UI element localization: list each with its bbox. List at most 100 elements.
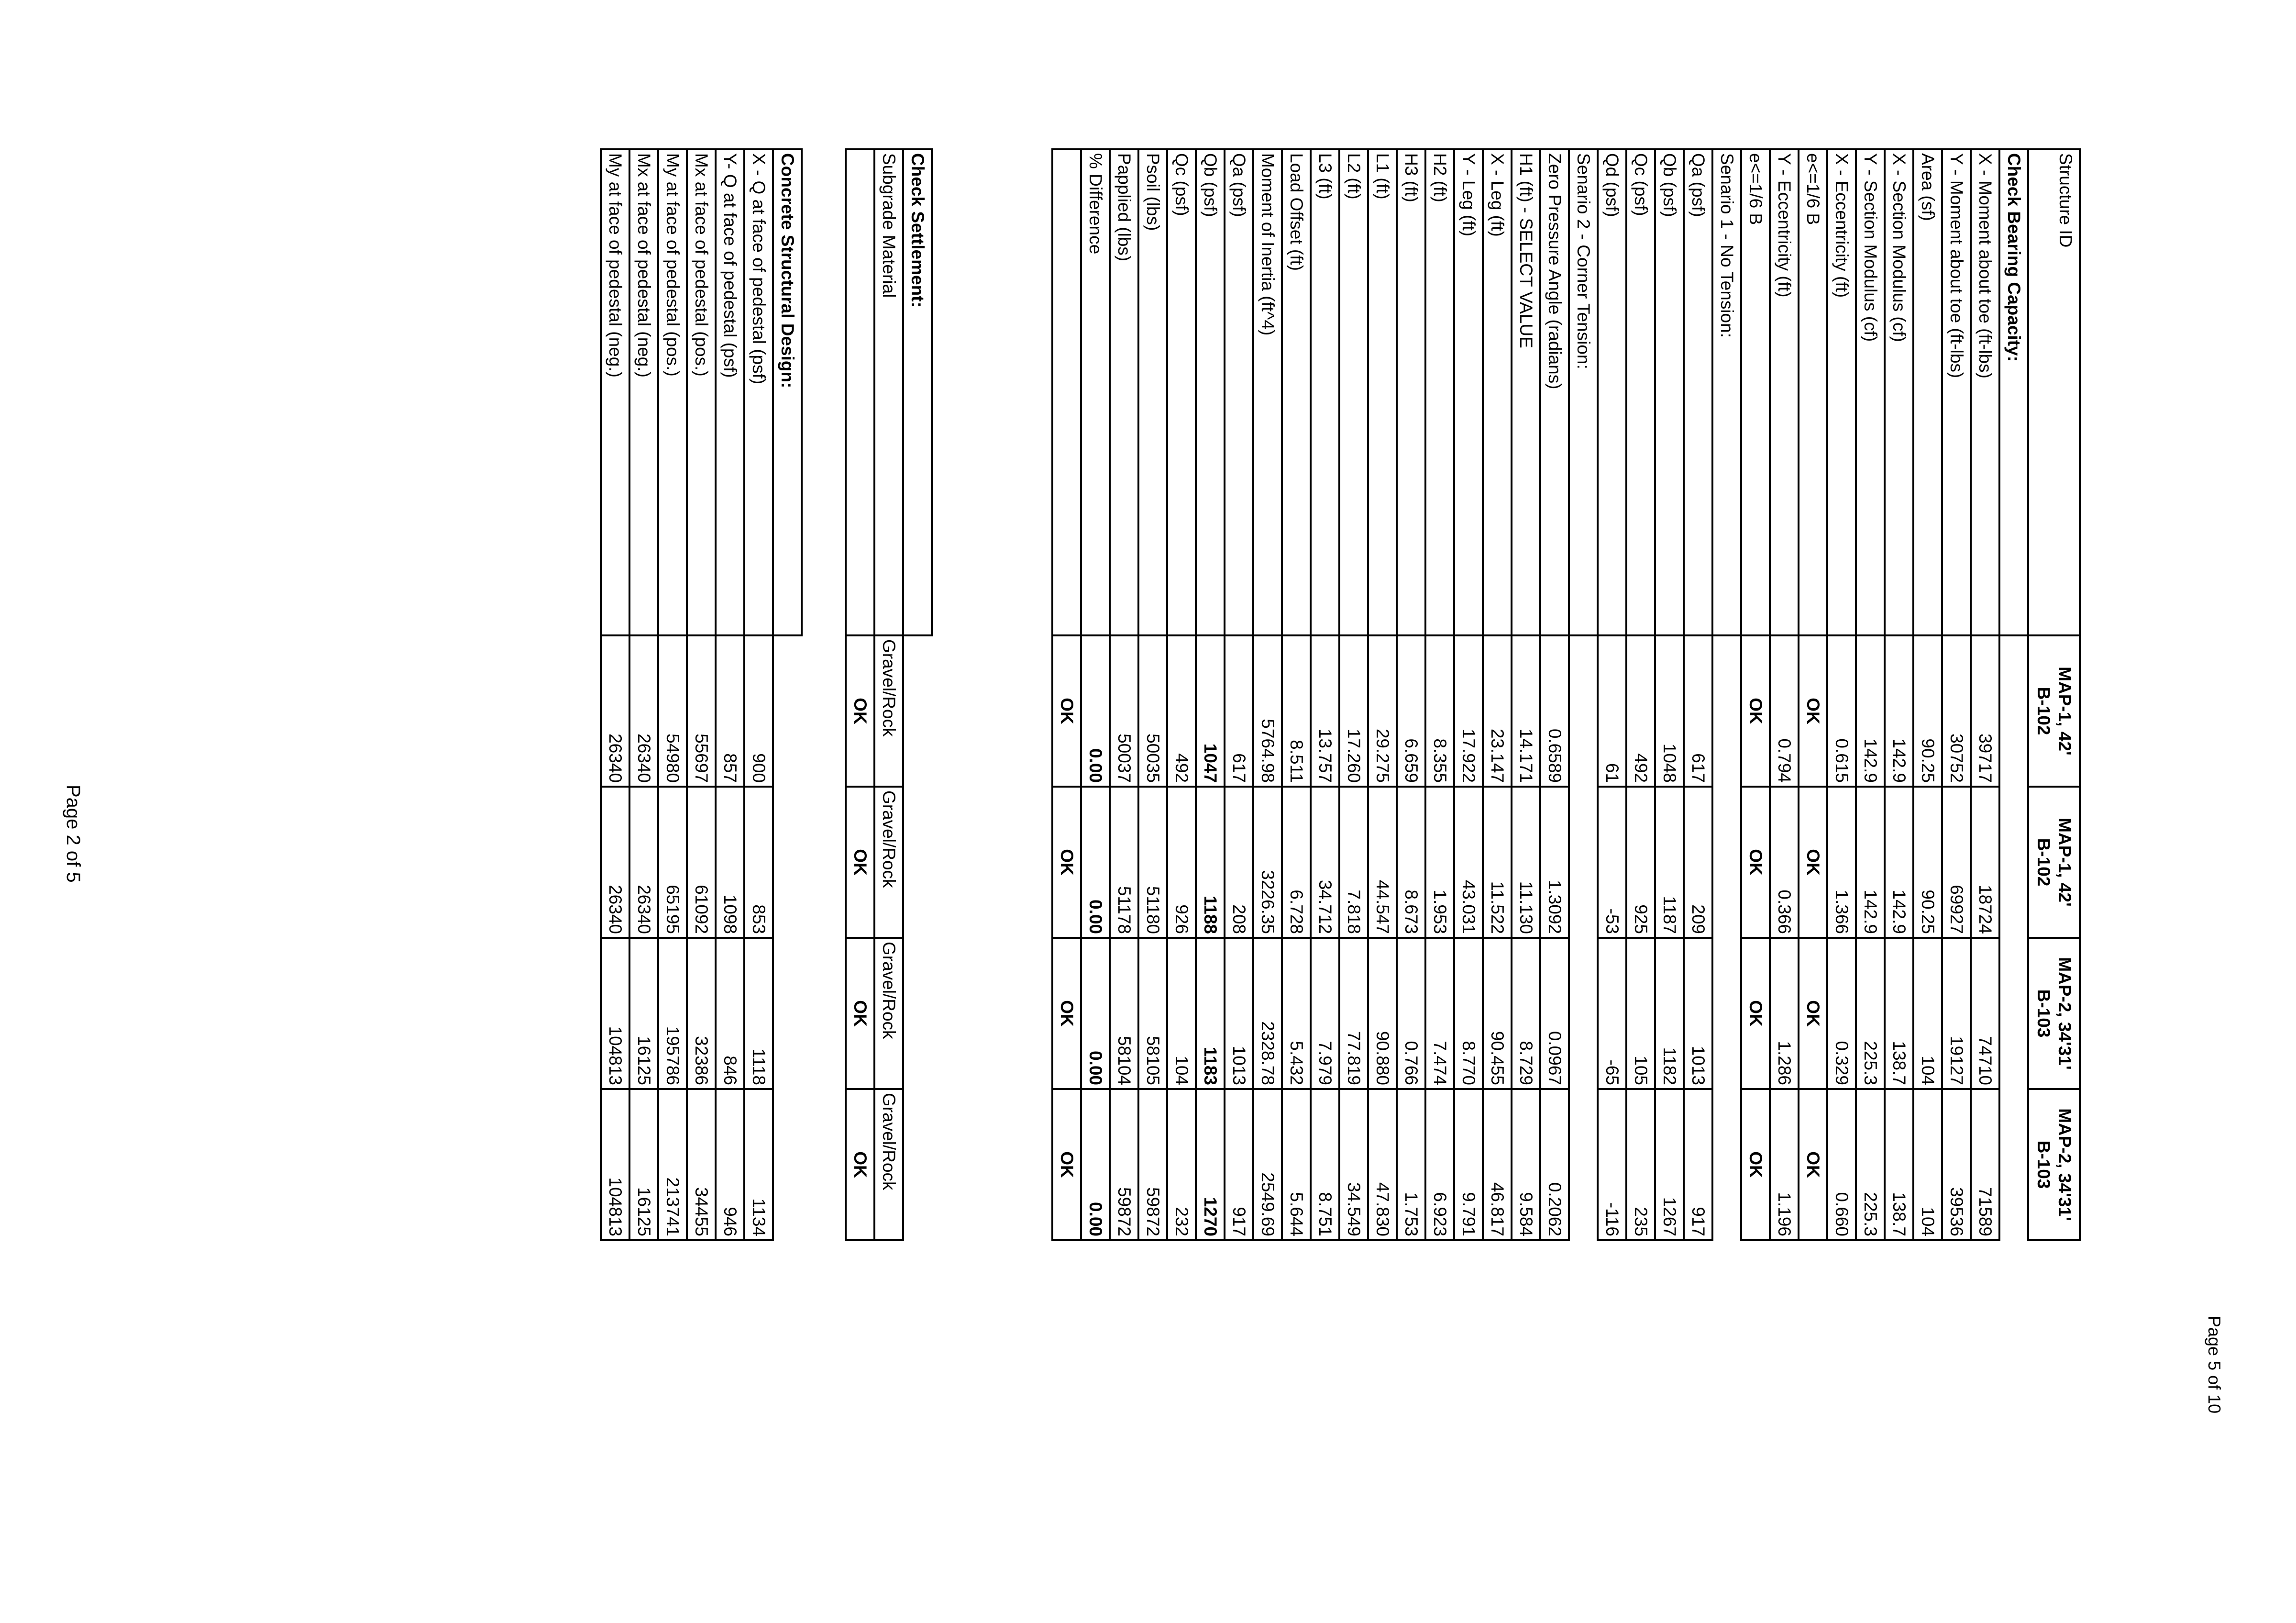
row-value: 29.275 — [1368, 635, 1397, 787]
row-label: X - Moment about toe (ft-lbs) — [1971, 149, 1999, 635]
row-value: Gravel/Rock — [874, 787, 903, 938]
row-label: Qa (psf) — [1225, 149, 1253, 635]
senario2-title: Senario 2 - Corner Tension: — [1569, 149, 1598, 635]
row-value: 7.474 — [1425, 938, 1454, 1089]
row-value: -65 — [1598, 938, 1626, 1089]
row-value: 1270 — [1196, 1089, 1225, 1240]
row-value: 77.819 — [1339, 938, 1368, 1089]
row-label: X - Q at face of pedestal (psf) — [744, 149, 773, 635]
row-value: 0.0967 — [1540, 938, 1569, 1089]
row-value: 6.728 — [1282, 787, 1311, 938]
row-value: 46.817 — [1483, 1089, 1512, 1240]
row-value: 23.147 — [1483, 635, 1512, 787]
row-value: 8.751 — [1311, 1089, 1339, 1240]
row-value: 14.171 — [1512, 635, 1540, 787]
row-value: 6.659 — [1397, 635, 1425, 787]
row-label: Qc (psf) — [1167, 149, 1196, 635]
row-value: 917 — [1684, 1089, 1712, 1240]
row-value: 142.9 — [1856, 635, 1885, 787]
row-value: OK — [1741, 1089, 1770, 1240]
row-label: Y - Leg (ft) — [1454, 149, 1483, 635]
row-value: 1.753 — [1397, 1089, 1425, 1240]
settlement-title-row: Check Settlement: — [903, 149, 932, 1240]
row-value: 13.757 — [1311, 635, 1339, 787]
structure-id-line2: B-102 — [2034, 687, 2053, 735]
row-value: 39536 — [1942, 1089, 1971, 1240]
empty-cell — [1569, 635, 1598, 787]
structure-id-col-2: MAP-1, 42'B-102 — [2028, 787, 2080, 938]
row-value: OK — [1799, 1089, 1827, 1240]
row-value: 47.830 — [1368, 1089, 1397, 1240]
row-value: 1.196 — [1770, 1089, 1799, 1240]
empty-cell — [773, 1089, 802, 1240]
row-value: 1118 — [744, 938, 773, 1089]
row-value: 1.286 — [1770, 938, 1799, 1089]
row-label: Qb (psf) — [1655, 149, 1684, 635]
senario1-title: Senario 1 - No Tension: — [1712, 149, 1741, 635]
row-value: 225.3 — [1856, 1089, 1885, 1240]
row-value: OK — [1741, 938, 1770, 1089]
row-value: 213741 — [658, 1089, 687, 1240]
row-value: 34.549 — [1339, 1089, 1368, 1240]
row-label: Papplied (lbs) — [1110, 149, 1138, 635]
row-value: 69927 — [1942, 787, 1971, 938]
row-label: Y - Eccentricity (ft) — [1770, 149, 1799, 635]
row-value: 6.923 — [1425, 1089, 1454, 1240]
row-value: 50035 — [1138, 635, 1167, 787]
row-label: L3 (ft) — [1311, 149, 1339, 635]
row-value: 0.794 — [1770, 635, 1799, 787]
row-value: OK — [1741, 787, 1770, 938]
row-value: 138.7 — [1885, 938, 1913, 1089]
row-value: 235 — [1626, 1089, 1655, 1240]
row-value: 926 — [1167, 787, 1196, 938]
row-value: 2328.78 — [1253, 938, 1282, 1089]
row-value: Gravel/Rock — [874, 635, 903, 787]
row-value: Gravel/Rock — [874, 1089, 903, 1240]
row-value: 853 — [744, 787, 773, 938]
row-value: OK — [1799, 787, 1827, 938]
row-value: 26340 — [629, 635, 658, 787]
row-value: 5.432 — [1282, 938, 1311, 1089]
row-label: Qa (psf) — [1684, 149, 1712, 635]
row-value: 44.547 — [1368, 787, 1397, 938]
row-value: 104813 — [601, 1089, 629, 1240]
row-value: 1183 — [1196, 938, 1225, 1089]
row-value: 925 — [1626, 787, 1655, 938]
row-label: L1 (ft) — [1368, 149, 1397, 635]
row-value: 104813 — [601, 938, 629, 1089]
row-value: 17.922 — [1454, 635, 1483, 787]
row-value: 0.766 — [1397, 938, 1425, 1089]
row-value: 1.953 — [1425, 787, 1454, 938]
empty-cell — [903, 1089, 932, 1240]
row-value: 195786 — [658, 938, 687, 1089]
row-value: 61 — [1598, 635, 1626, 787]
empty-cell — [903, 938, 932, 1089]
row-value: 1188 — [1196, 787, 1225, 938]
row-value: 90.880 — [1368, 938, 1397, 1089]
row-value: 58104 — [1110, 938, 1138, 1089]
row-value: 26340 — [629, 787, 658, 938]
row-value: 8.511 — [1282, 635, 1311, 787]
row-value: 11.130 — [1512, 787, 1540, 938]
row-value: 0.00 — [1081, 1089, 1110, 1240]
structure-id-line2: B-103 — [2034, 989, 2053, 1038]
row-value: 617 — [1225, 635, 1253, 787]
row-value: 857 — [716, 635, 744, 787]
